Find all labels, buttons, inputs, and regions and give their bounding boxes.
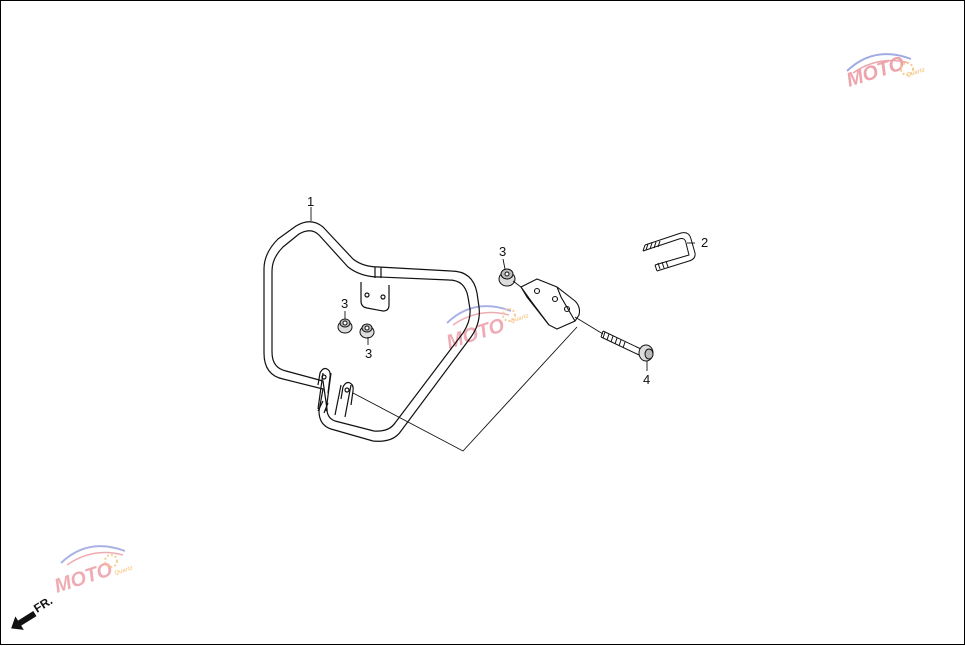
svg-text:Quartz: Quartz <box>906 67 926 79</box>
mounting-bracket <box>520 278 581 330</box>
arrow-icon <box>11 611 37 630</box>
assembly-line <box>352 280 604 452</box>
svg-text:MOTO: MOTO <box>844 52 908 91</box>
front-direction-indicator: FR. <box>11 593 55 630</box>
callout-label-part-3: 3 <box>341 296 348 311</box>
watermark-logo: MOTO Quartz <box>844 52 926 91</box>
callout-label-part-3: 3 <box>499 244 506 259</box>
flange-nut <box>498 268 516 287</box>
callout-label-part-2: 2 <box>701 235 708 250</box>
callout-label-part-1: 1 <box>307 194 314 209</box>
flange-bolt <box>600 330 654 362</box>
flange-nut <box>359 323 375 339</box>
callout-label-part-3: 3 <box>365 346 372 361</box>
svg-text:MOTO: MOTO <box>52 558 116 597</box>
svg-text:Quartz: Quartz <box>510 313 530 325</box>
watermark-logo: MOTO Quartz <box>444 305 530 354</box>
front-label: FR. <box>31 593 55 615</box>
u-bolt <box>642 232 696 272</box>
guard-bar <box>263 221 480 442</box>
svg-text:Quartz: Quartz <box>114 565 134 577</box>
flange-nut <box>337 318 353 334</box>
callout-leaders <box>310 207 695 371</box>
svg-text:MOTO: MOTO <box>444 314 508 353</box>
callout-label-part-4: 4 <box>643 372 650 387</box>
watermark-logo: MOTO Quartz <box>52 545 134 598</box>
